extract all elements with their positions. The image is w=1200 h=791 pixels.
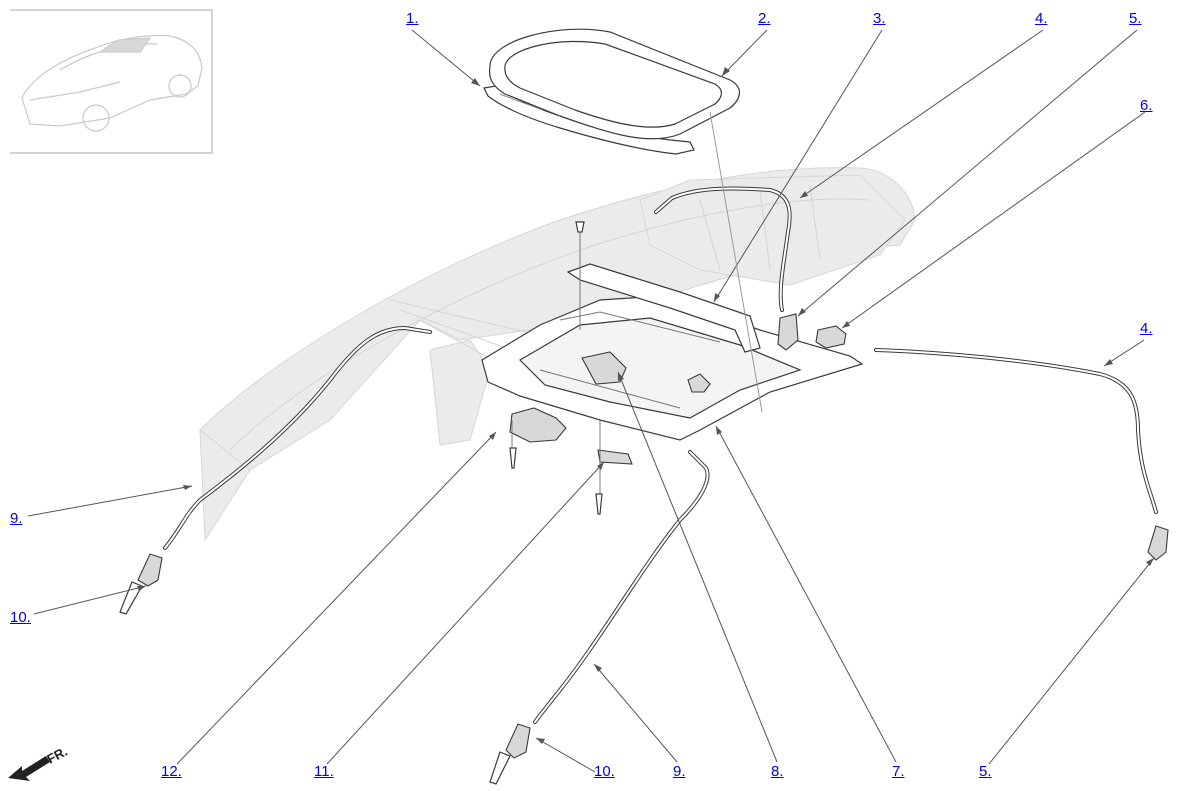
callout-5-grommet-rear[interactable]: 5. [979,763,992,780]
front-indicator-label: FR. [44,744,70,767]
callout-11-switch[interactable]: 11. [314,763,334,780]
callout-9-drain-hose-rear[interactable]: 9. [673,763,686,780]
rear-drain-hose-right [874,348,1158,514]
front-drain-hose-right [654,186,792,312]
callout-12-motor[interactable]: 12. [161,763,182,780]
callout-3-front-rail[interactable]: 3. [873,10,886,27]
callout-5-grommet[interactable]: 5. [1129,10,1142,27]
callout-7-frame[interactable]: 7. [892,763,905,780]
leader-arrowheads [137,67,1154,744]
callout-8-bracket[interactable]: 8. [771,763,784,780]
front-drain-hose-left [163,325,432,550]
glass-panel-part [488,28,740,140]
sunroof-frame-part [481,295,864,441]
leader-lines [27,29,1155,773]
small-parts [509,221,847,515]
arrow-front-icon [8,756,50,781]
front-rail-part [566,263,761,353]
rear-drain-hose-left [533,450,710,724]
callout-2-glass-panel[interactable]: 2. [758,10,771,27]
vehicle-locator-icon [10,9,213,154]
callout-6-clip[interactable]: 6. [1140,97,1153,114]
callout-9-drain-hose[interactable]: 9. [10,510,23,527]
callout-4-drain-hose[interactable]: 4. [1035,10,1048,27]
vehicle-body-ghost [199,167,916,542]
callout-1-drip-molding[interactable]: 1. [406,10,419,27]
drain-grommet-parts [119,313,1169,785]
callout-10-drain-tip-rear[interactable]: 10. [594,763,615,780]
callout-10-drain-tip[interactable]: 10. [10,609,31,626]
callout-4-drain-hose-rear[interactable]: 4. [1140,320,1153,337]
